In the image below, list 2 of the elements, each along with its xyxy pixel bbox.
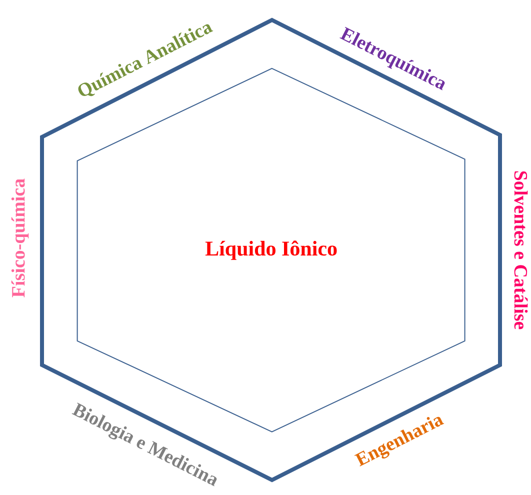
side-label: Físico-química <box>11 178 29 298</box>
side-label: Solventes e Catálise <box>514 171 528 330</box>
